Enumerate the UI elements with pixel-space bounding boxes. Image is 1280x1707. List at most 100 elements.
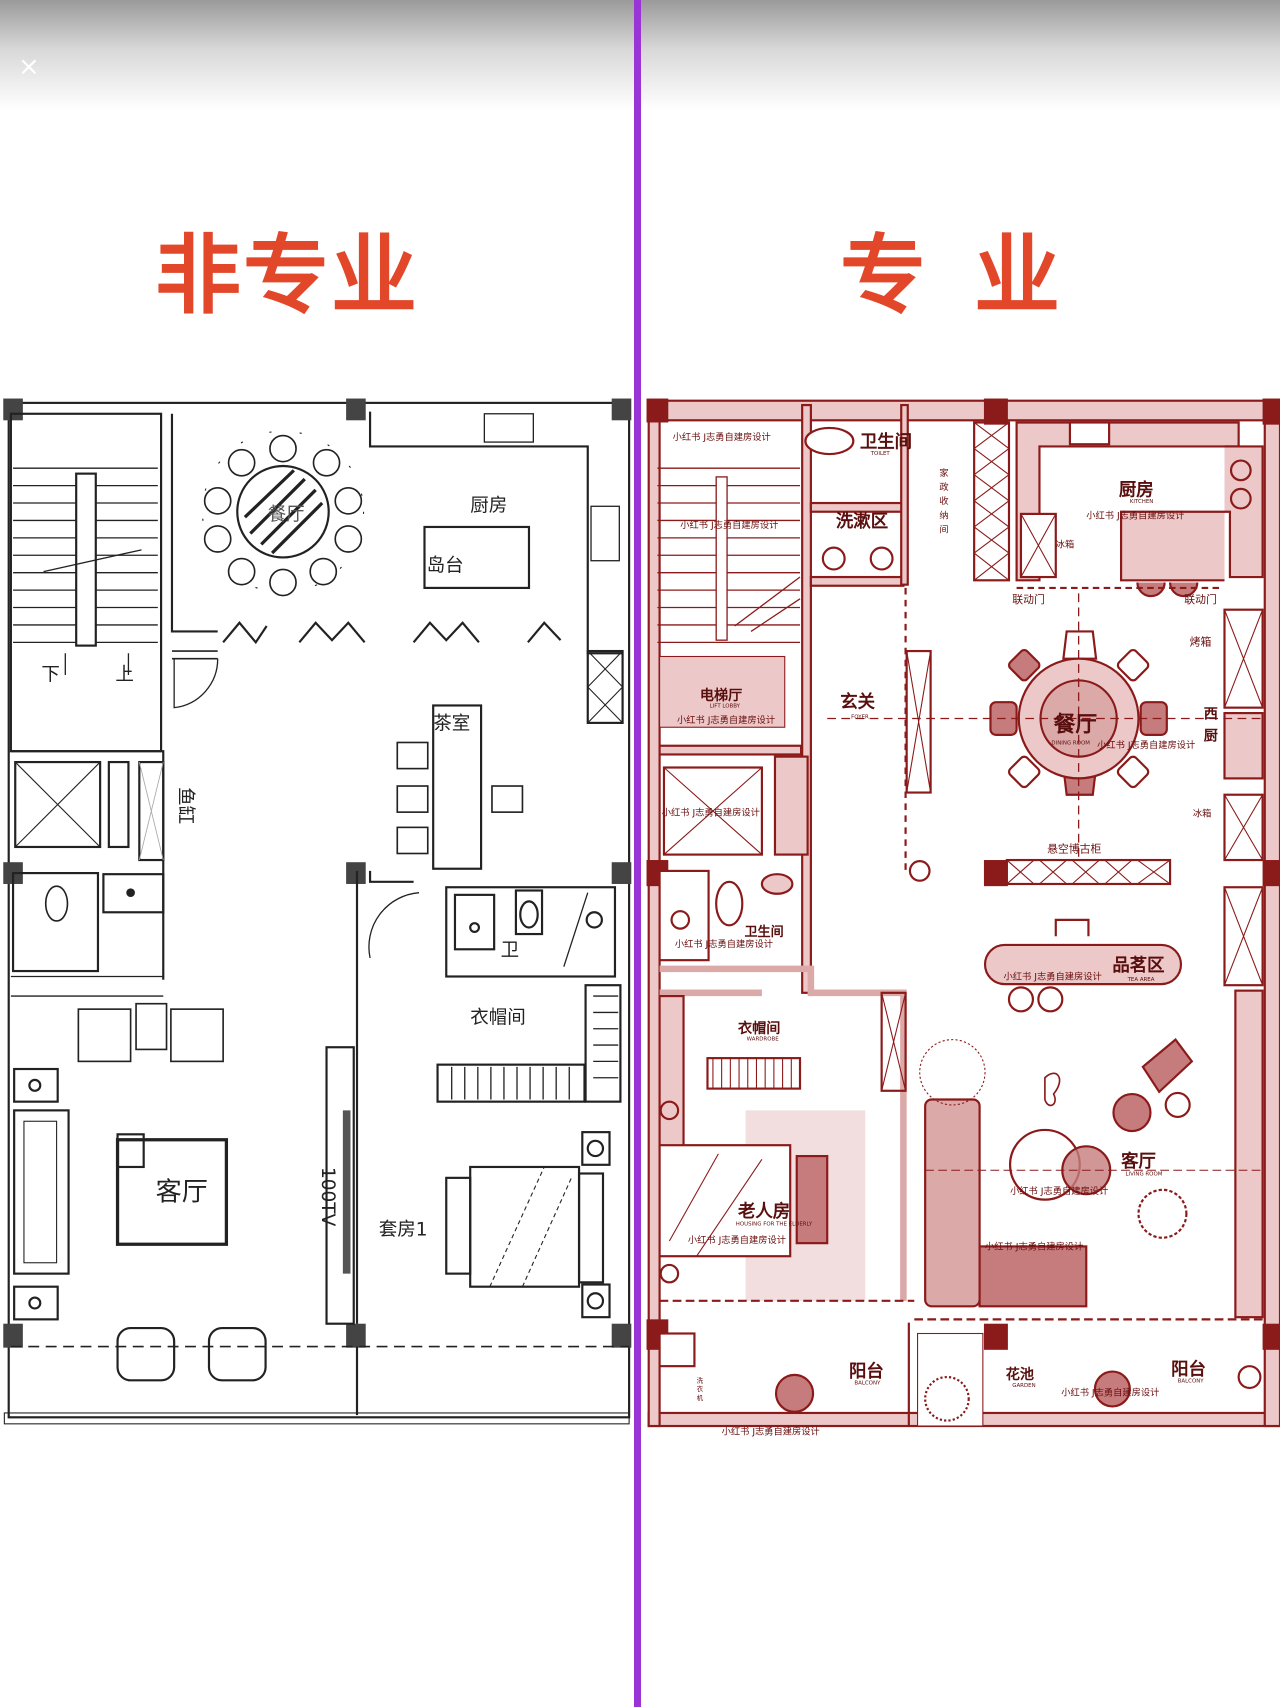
watermark: 小红书 J志勇自建房设计	[1086, 509, 1184, 521]
stair-up-label: 上	[115, 664, 134, 685]
balcony-table	[774, 1373, 815, 1413]
fish-tank-label: 鱼缸	[175, 787, 197, 824]
title-professional: 专业	[840, 226, 1108, 326]
wardrobe-en-label: WARDROBE	[747, 1037, 780, 1043]
door-swing	[173, 658, 219, 709]
staircase	[657, 467, 801, 643]
watermark: 小红书 J志勇自建房设计	[662, 806, 760, 818]
island-label: 岛台	[427, 556, 464, 577]
bathroom	[445, 886, 617, 978]
watermark: 小红书 J志勇自建房设计	[985, 1241, 1083, 1253]
linked-door-label: 联动门	[1012, 592, 1045, 606]
lift-lobby-label: 电梯厅	[700, 687, 742, 704]
staircase	[9, 412, 163, 753]
fish-tank	[138, 760, 165, 862]
stair-down-label: 下	[41, 664, 60, 685]
living-en-label: LIVING ROOM	[1125, 1172, 1162, 1178]
balcony-en-label: BALCONY	[854, 1381, 881, 1387]
watermark: 小红书 J志勇自建房设计	[1004, 971, 1102, 983]
wardrobe-rail	[436, 1063, 586, 1103]
lift-lobby-en-label: LIFT LOBBY	[710, 704, 741, 710]
watermark: 小红书 J志勇自建房设计	[673, 431, 771, 443]
columns	[3, 398, 632, 1348]
dining-label: 餐厅	[268, 504, 305, 525]
cabinet-label: 悬空博古柜	[1047, 841, 1101, 855]
watermark: 小红书 J志勇自建房设计	[1010, 1185, 1108, 1197]
balcony-label: 阳台	[1171, 1359, 1206, 1380]
armchairs	[77, 1002, 224, 1063]
side-table	[207, 1326, 267, 1382]
living-label: 客厅	[1120, 1151, 1156, 1172]
west-kitchen-label: 厨	[1204, 728, 1218, 744]
comparison-divider	[634, 0, 641, 1707]
garden-en-label: GARDEN	[1012, 1383, 1035, 1389]
washer-label: 衣	[697, 1384, 704, 1393]
kitchen-label: 厨房	[1119, 479, 1154, 500]
storage-label: 家	[939, 467, 948, 479]
storage-label: 政	[939, 481, 948, 493]
west-kitchen-label: 西	[1204, 707, 1218, 723]
toilet-en-label: TOILET	[870, 451, 891, 457]
watermark: 小红书 J志勇自建房设计	[675, 938, 773, 950]
tea-room-label: 茶室	[433, 713, 470, 734]
pouf	[1137, 1188, 1188, 1239]
basin	[102, 873, 165, 914]
rug-animal	[1044, 1072, 1061, 1107]
toilet	[44, 885, 69, 922]
sofa	[924, 1098, 981, 1308]
tea-area-en-label: TEA AREA	[1127, 977, 1155, 983]
display-cabinet	[1005, 858, 1172, 886]
stove	[590, 505, 620, 562]
fridge-small-label: 冰箱	[1056, 539, 1075, 551]
watermark: 小红书 J志勇自建房设计	[688, 1234, 786, 1246]
washer-label: 机	[697, 1393, 704, 1402]
tv-wall	[325, 1046, 355, 1325]
wardrobe-label: 衣帽间	[738, 1020, 780, 1037]
title-non-professional: 非专业	[155, 226, 419, 326]
wash-area-label: 洗漱区	[836, 511, 888, 532]
folding-doors	[222, 621, 562, 645]
elderly-room-label: 老人房	[737, 1201, 790, 1222]
sink	[483, 413, 534, 443]
fridge-label: 冰箱	[1193, 807, 1212, 819]
kitchen-label: 厨房	[470, 496, 507, 517]
tv-label: 100TV	[317, 1167, 338, 1227]
elderly-en-label: HOUSING FOR THE ELDERLY	[736, 1222, 813, 1228]
watermark: 小红书 J志勇自建房设计	[1097, 739, 1195, 751]
suite-label: 套房1	[379, 1220, 428, 1241]
watermark: 小红书 J志勇自建房设计	[680, 519, 778, 531]
garden-planter	[917, 1332, 984, 1427]
non-professional-floor-plan: 下 上 岛台 厨房 餐厅 茶室	[3, 398, 632, 1425]
linked-door-label: 联动门	[1184, 592, 1217, 606]
tea-table	[432, 704, 483, 870]
toilet2-label: 卫生间	[744, 924, 783, 940]
foyer-label: 玄关	[840, 692, 875, 713]
tea-area-label: 品茗区	[1112, 955, 1164, 976]
tea-table	[983, 943, 1183, 986]
oven-label: 烤箱	[1190, 635, 1212, 649]
fridge	[586, 649, 624, 724]
wardrobe-rail	[706, 1057, 802, 1090]
bed	[469, 1165, 581, 1288]
outer-wall	[7, 401, 631, 1419]
toilet-label: 卫生间	[860, 432, 912, 453]
tea-chairs	[396, 741, 524, 855]
elevator	[14, 760, 102, 849]
washer-label: 洗	[697, 1375, 704, 1384]
balcony-label: 阳台	[849, 1361, 884, 1382]
chaise	[978, 1245, 1088, 1308]
dining-en-label: DINING ROOM	[1051, 741, 1090, 747]
balcony-table	[1093, 1370, 1131, 1408]
coffee-table	[115, 1138, 229, 1246]
dining-table	[989, 630, 1168, 796]
kitchen-walls	[170, 411, 623, 655]
storage-label: 纳	[939, 509, 948, 521]
side-table	[116, 1326, 176, 1382]
watermark: 小红书 J志勇自建房设计	[722, 1426, 820, 1438]
bathroom-label: 卫	[501, 940, 520, 961]
dining-label: 餐厅	[1054, 713, 1098, 738]
foyer-en-label: FOYER	[851, 715, 869, 721]
sofa	[13, 1109, 70, 1275]
close-icon[interactable]: ×	[18, 52, 40, 82]
